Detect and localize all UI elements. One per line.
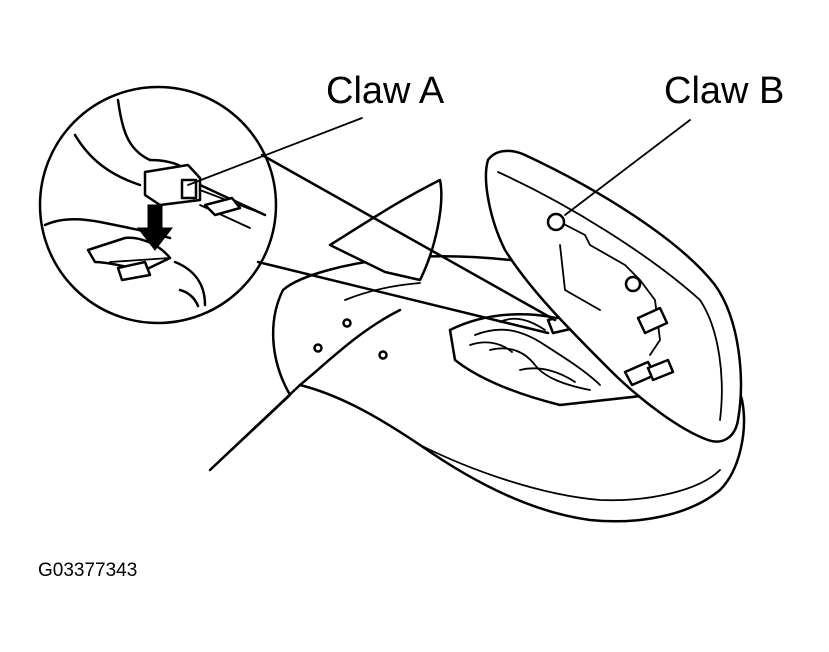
detail-magnifier — [38, 85, 557, 335]
mounting-bracket — [328, 178, 443, 301]
claw-b-leader-line — [564, 119, 691, 216]
connector — [646, 358, 675, 382]
finger — [86, 236, 172, 272]
press-arrow — [136, 204, 174, 251]
figure-id: G03377343 — [38, 560, 138, 581]
connector — [636, 306, 669, 335]
claw-b-label: Claw B — [664, 70, 785, 112]
housing-hole — [342, 318, 352, 328]
claw-a-slot — [180, 178, 198, 200]
claw-a-leader-line — [187, 117, 363, 186]
claw-a-label: Claw A — [326, 70, 445, 112]
mirror-glass — [484, 149, 743, 443]
holder-knob — [624, 275, 642, 293]
housing-hole — [378, 350, 388, 360]
housing-hole — [313, 343, 323, 353]
claw-b-knob — [546, 212, 566, 232]
